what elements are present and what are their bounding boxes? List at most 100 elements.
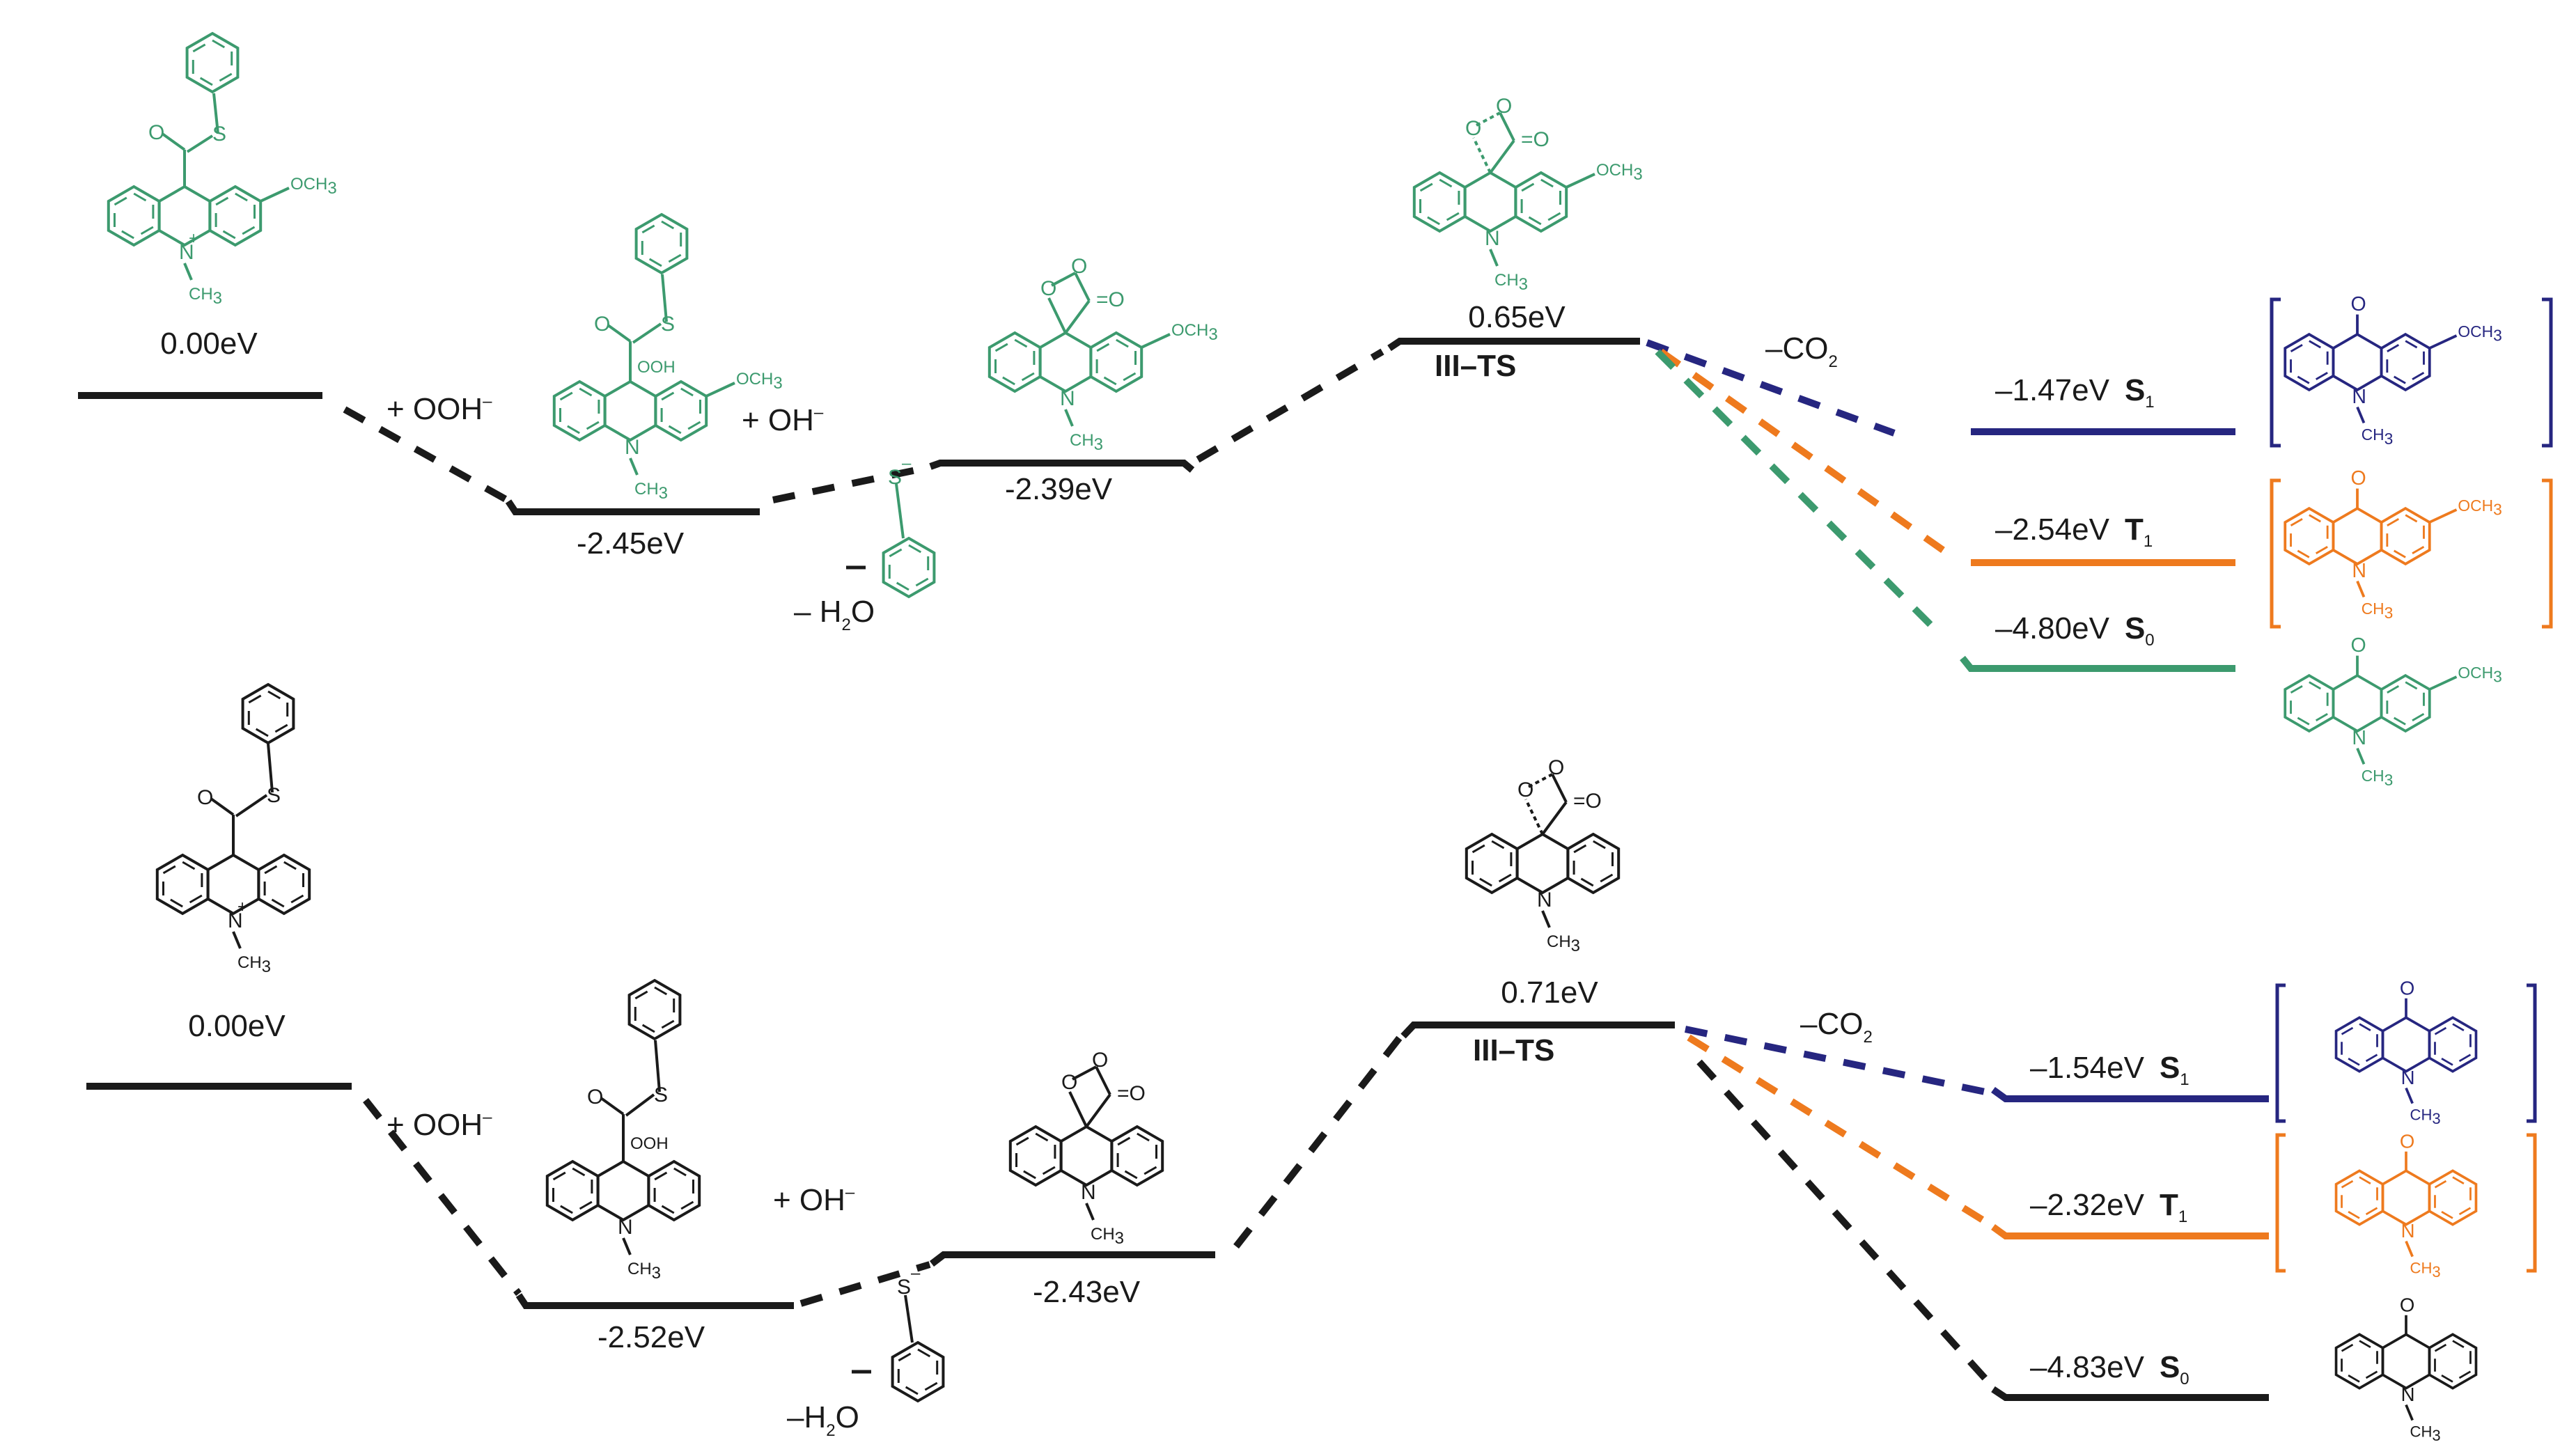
bottom-connector-1: [363, 1097, 522, 1297]
bottom-connector-s1: [1684, 1026, 1993, 1097]
bottom-connector-s0: [1696, 1059, 1995, 1388]
bottom-thiophenolate: S –: [852, 1264, 945, 1402]
top-minus-co2: –CO: [1765, 331, 1828, 366]
bottom-int1-energy: -2.52eV: [598, 1320, 705, 1354]
bottom-minus-h2o: –H: [787, 1400, 826, 1434]
top-reactant-molecule: O S OCH3 N + CH3: [109, 32, 337, 308]
top-s0-sub: 0: [2145, 631, 2154, 650]
svg-text:S: S: [661, 313, 675, 336]
svg-text:O: O: [2351, 467, 2366, 490]
top-product-t1: O OCH3 N CH3: [2285, 467, 2502, 622]
top-ts-molecule: O O =O OCH3 N CH3: [1414, 95, 1643, 294]
svg-text:N: N: [2352, 727, 2366, 749]
svg-text:N: N: [2352, 560, 2366, 582]
top-level-int2: [929, 460, 1195, 473]
top-connector-2: [772, 464, 928, 503]
svg-text:OCH3: OCH3: [2458, 664, 2501, 686]
svg-text:N: N: [2352, 386, 2366, 408]
top-plus-ooh-charge: –: [483, 392, 492, 411]
svg-text:O: O: [587, 1086, 603, 1109]
bottom-plus-ooh-charge: –: [483, 1108, 492, 1127]
top-connector-t1: [1659, 348, 1945, 554]
svg-text:O: O: [1071, 255, 1087, 278]
top-connector-s1: [1646, 339, 1896, 437]
bottom-level-t1: [1991, 1223, 2269, 1239]
top-t1-state: T: [2125, 512, 2144, 547]
svg-text:O: O: [2400, 977, 2414, 999]
svg-text:N: N: [618, 1216, 633, 1239]
svg-text:CH3: CH3: [2362, 600, 2394, 622]
bottom-s1-sub: 1: [2180, 1070, 2189, 1089]
top-minus-h2o: – H: [794, 595, 841, 629]
svg-text:O: O: [1465, 117, 1481, 140]
top-product-s0: O OCH3 N CH3: [2285, 634, 2502, 789]
svg-text:+ OH–: + OH–: [742, 403, 824, 437]
svg-text:N: N: [1485, 227, 1500, 250]
bottom-t1-sub: 1: [2178, 1207, 2187, 1226]
svg-text:N: N: [625, 436, 640, 459]
svg-text:O: O: [1092, 1049, 1108, 1072]
bottom-int2-energy: -2.43eV: [1033, 1275, 1141, 1309]
top-int1-energy: -2.45eV: [577, 526, 685, 561]
top-ts-energy: 0.65eV: [1468, 300, 1566, 334]
svg-text:=O: =O: [1573, 790, 1602, 813]
svg-text:+ OOH–: + OOH–: [387, 392, 492, 426]
svg-text:O: O: [1496, 95, 1512, 118]
bottom-minus-h2o-o: O: [836, 1400, 859, 1434]
bottom-ts-energy: 0.71eV: [1501, 976, 1598, 1010]
svg-text:CH3: CH3: [1547, 932, 1580, 955]
bottom-level-int1: [515, 1293, 794, 1309]
svg-text:+ OH–: + OH–: [773, 1183, 855, 1217]
bottom-level-s1: [1991, 1086, 2269, 1102]
top-bracket-t1-left: [2270, 478, 2281, 629]
bottom-level-int2: [929, 1251, 1215, 1267]
bottom-bracket-t1-left: [2275, 1133, 2286, 1273]
svg-text:S: S: [212, 123, 226, 146]
svg-text:S: S: [897, 1276, 911, 1299]
top-plus-ooh: + OOH: [387, 392, 483, 426]
bottom-s0-energy: –4.83eV: [2030, 1350, 2145, 1384]
svg-text:N: N: [1081, 1181, 1096, 1204]
svg-text:OCH3: OCH3: [290, 175, 337, 198]
top-minus-h2o-sub: 2: [841, 616, 850, 634]
svg-text:–H2O: –H2O: [787, 1400, 859, 1440]
top-ts-label: III–TS: [1435, 349, 1516, 383]
svg-text:CH3: CH3: [237, 953, 271, 976]
top-connector-s0: [1655, 349, 1935, 629]
bottom-s1-energy: –1.54eV: [2030, 1051, 2145, 1085]
bottom-t1-state: T: [2160, 1188, 2178, 1222]
svg-text:O: O: [2400, 1130, 2414, 1152]
top-plus-oh: + OH: [742, 403, 814, 437]
top-connector-1: [343, 406, 509, 503]
top-t1-energy: –2.54eV: [1995, 512, 2110, 547]
top-bracket-t1-right: [2542, 478, 2553, 629]
svg-text:N: N: [1537, 889, 1552, 911]
bottom-plus-oh: + OH: [773, 1183, 845, 1217]
svg-text:–: –: [902, 454, 912, 473]
bottom-minus-h2o-sub: 2: [826, 1421, 835, 1440]
top-connector-3: [1196, 348, 1384, 463]
svg-text:OOH: OOH: [637, 358, 676, 377]
svg-text:– H2O: – H2O: [794, 595, 875, 634]
svg-text:N: N: [2401, 1220, 2415, 1242]
top-bracket-s1-left: [2270, 297, 2281, 448]
top-bracket-s1-right: [2542, 297, 2553, 448]
bottom-level-s0: [1991, 1386, 2269, 1401]
svg-text:CH3: CH3: [2410, 1260, 2441, 1281]
top-t1-sub: 1: [2144, 532, 2153, 551]
top-int2-energy: -2.39eV: [1005, 472, 1113, 506]
svg-text:CH3: CH3: [634, 480, 668, 503]
bottom-s0-state: S: [2160, 1350, 2180, 1384]
bottom-bracket-t1-right: [2527, 1133, 2537, 1273]
top-s0-energy: –4.80eV: [1995, 611, 2110, 645]
bottom-minus-co2-sub: 2: [1863, 1028, 1872, 1047]
svg-text:CH3: CH3: [1494, 271, 1528, 294]
svg-text:OCH3: OCH3: [2458, 322, 2501, 345]
svg-text:=O: =O: [1521, 128, 1549, 151]
svg-text:+ OOH–: + OOH–: [387, 1108, 492, 1142]
